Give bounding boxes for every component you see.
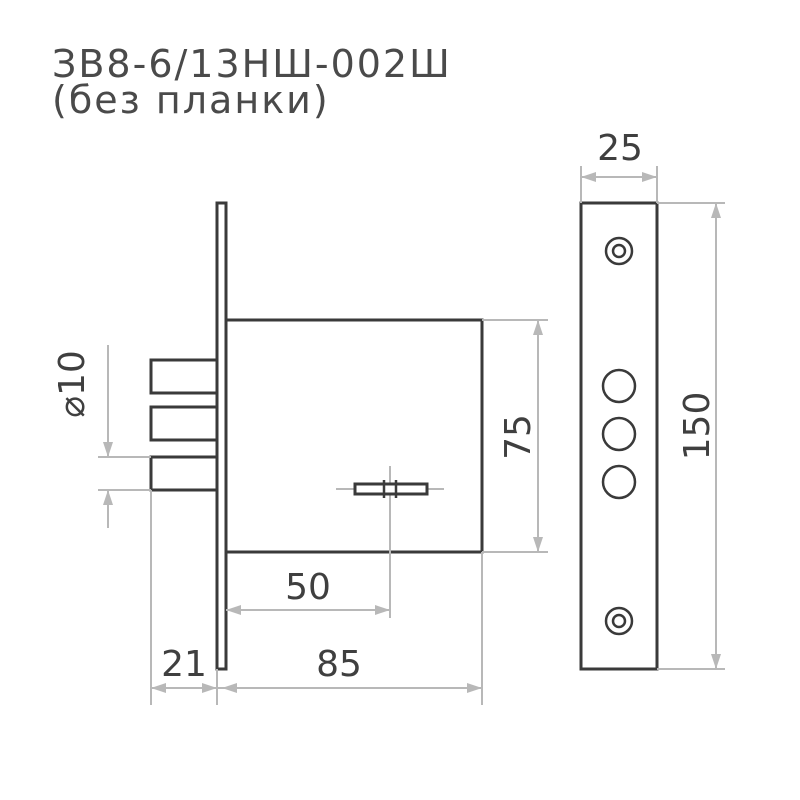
label-faceplate-offset: 21 [161, 644, 207, 685]
model-note: (без планки) [52, 78, 330, 122]
strike-plate [579, 201, 659, 671]
label-body-height: 75 [498, 414, 539, 460]
label-strike-width: 25 [597, 128, 643, 169]
screw-hole-top [604, 236, 634, 266]
label-bolt-diameter: ⌀10 [52, 350, 93, 417]
lock-front-view [149, 201, 484, 671]
dimension-strike-height: 150 [657, 202, 725, 670]
bolt-middle [149, 405, 219, 442]
arrow-down [103, 442, 113, 457]
dimension-backset: 50 [226, 512, 391, 618]
arrow-up [103, 490, 113, 505]
label-body-width: 85 [316, 644, 362, 685]
lock-body [224, 318, 484, 554]
bolt-hole-2 [601, 416, 637, 452]
model-title: ЗВ8-6/13НШ-002Ш [52, 42, 452, 86]
bolt-hole-3 [601, 464, 637, 500]
dimension-strike-width: 25 [580, 128, 658, 203]
bolt-top [149, 358, 219, 395]
label-backset: 50 [285, 567, 331, 608]
bolt-hole-1 [601, 368, 637, 404]
bolt-bottom [149, 455, 219, 492]
label-strike-height: 150 [677, 392, 718, 461]
dimension-bottom-chain: 21 85 [150, 490, 483, 705]
dimension-bolt-diameter: ⌀10 [52, 345, 151, 528]
screw-hole-bottom [604, 606, 634, 636]
strike-plate-body [579, 201, 659, 671]
keyhole-slot [353, 482, 429, 496]
dimension-body-height: 75 [482, 319, 548, 553]
